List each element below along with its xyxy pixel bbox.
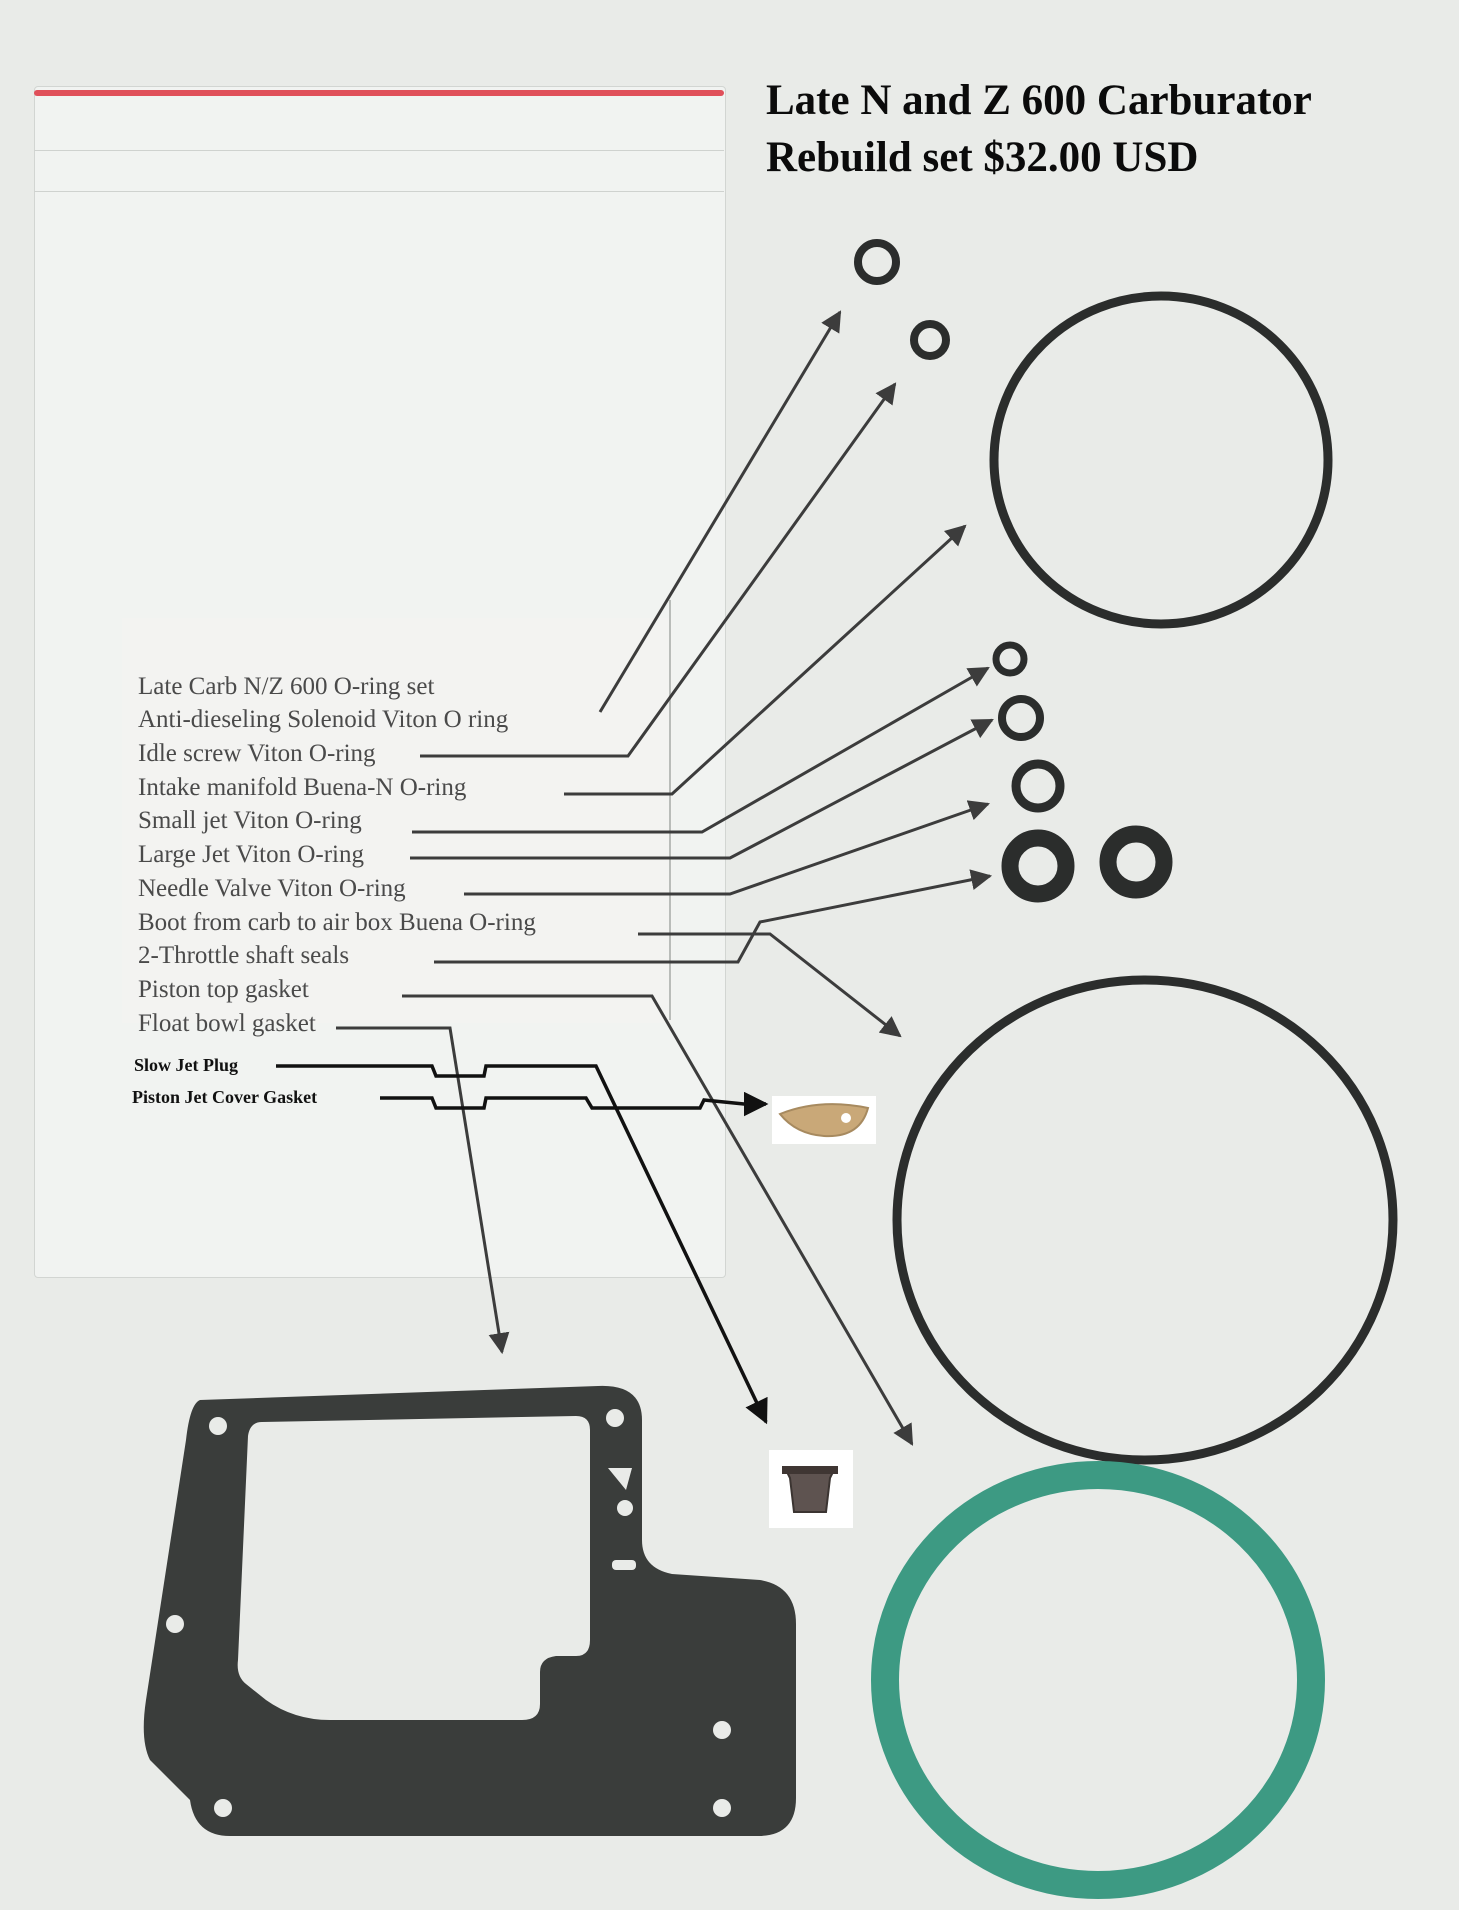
- bag-seal-stripe: [34, 90, 724, 96]
- label-slow-jet-plug: Slow Jet Plug: [134, 1055, 239, 1075]
- leader-line-slow-jet-plug: [276, 1064, 768, 1425]
- label-boot-carb-air-box: Boot from carb to air box Buena O-ring: [138, 909, 536, 936]
- needle-valve-oring-icon: [1011, 759, 1065, 813]
- leader-line-idle-screw: [420, 382, 897, 758]
- throttle-shaft-seal-right-icon: [1099, 825, 1173, 899]
- large-jet-oring-icon: [998, 695, 1044, 741]
- bag-zip-seal: [34, 150, 724, 192]
- label-large-jet: Large Jet Viton O-ring: [138, 841, 365, 868]
- idle-screw-oring-icon: [910, 320, 950, 360]
- boot-oring-icon: [892, 975, 1398, 1465]
- cork-gasket-hole: [841, 1113, 851, 1123]
- leader-line-boot-oring: [638, 932, 902, 1038]
- leader-line-solenoid: [598, 310, 842, 713]
- small-jet-oring-icon: [992, 641, 1028, 677]
- leader-line-intake-manifold: [564, 524, 967, 796]
- leader-line-small-jet: [412, 666, 990, 834]
- float-bowl-gasket-opening: [237, 1416, 590, 1720]
- piston-jet-cover-gasket-icon: [778, 1103, 870, 1138]
- label-throttle-shaft-seals: 2-Throttle shaft seals: [138, 942, 350, 969]
- leader-line-float-bowl-gasket: [336, 1026, 510, 1355]
- label-intake-manifold: Intake manifold Buena-N O-ring: [138, 774, 467, 801]
- leader-line-piston-jet-cover-gasket: [380, 1091, 769, 1117]
- gasket-hole: [209, 1417, 227, 1435]
- label-piston-jet-cover-gasket: Piston Jet Cover Gasket: [132, 1087, 318, 1107]
- gasket-hole: [166, 1615, 184, 1633]
- title-line-2: Rebuild set $32.00 USD: [766, 134, 1199, 181]
- intake-manifold-oring-icon: [989, 291, 1333, 629]
- leader-line-piston-top-gasket: [402, 994, 914, 1446]
- gasket-slot: [612, 1560, 636, 1570]
- label-float-bowl-gasket: Float bowl gasket: [138, 1010, 316, 1037]
- gasket-hole: [606, 1409, 624, 1427]
- slow-jet-plug-rim: [782, 1466, 838, 1474]
- label-card: [122, 618, 672, 1023]
- label-anti-dieseling-solenoid: Anti-dieseling Solenoid Viton O ring: [138, 706, 509, 733]
- label-needle-valve: Needle Valve Viton O-ring: [138, 875, 406, 902]
- label-small-jet: Small jet Viton O-ring: [138, 807, 362, 834]
- leader-line-throttle-shaft: [434, 869, 993, 964]
- label-idle-screw: Idle screw Viton O-ring: [138, 740, 376, 767]
- label-piston-top-gasket: Piston top gasket: [138, 976, 309, 1003]
- gasket-hole: [617, 1500, 633, 1516]
- solenoid-oring-icon: [854, 239, 900, 285]
- gasket-hole: [713, 1721, 731, 1739]
- gasket-hole: [214, 1799, 232, 1817]
- piston-top-gasket-icon: [871, 1461, 1325, 1899]
- gasket-notch: [608, 1468, 632, 1490]
- leader-line-needle-valve: [464, 800, 990, 896]
- gasket-hole: [713, 1799, 731, 1817]
- slow-jet-plug-icon: [784, 1469, 836, 1513]
- label-oring-set: Late Carb N/Z 600 O-ring set: [138, 673, 435, 700]
- throttle-shaft-seal-left-icon: [1001, 829, 1075, 903]
- title-line-1: Late N and Z 600 Carburator: [766, 77, 1312, 124]
- leader-line-large-jet: [410, 718, 994, 860]
